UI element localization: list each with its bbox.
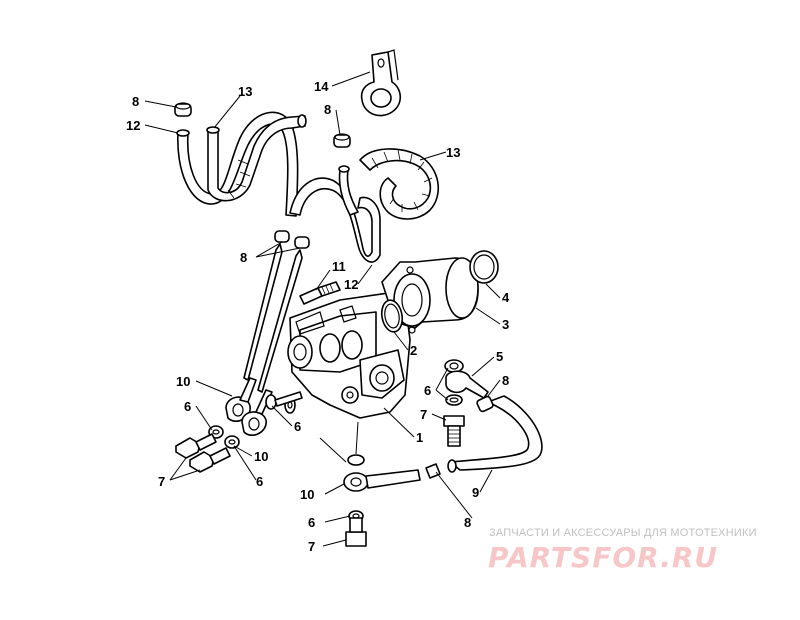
clamp-14 <box>360 49 402 117</box>
washers-6-pump-side <box>265 391 303 414</box>
callout-4: 4 <box>502 290 510 305</box>
callout-13: 13 <box>238 84 252 99</box>
callout-2: 2 <box>410 343 417 358</box>
o-ring-2 <box>380 299 404 333</box>
watermark-caption: ЗАПЧАСТИ И АКСЕССУАРЫ ДЛЯ МОТОТЕХНИКИ <box>489 527 757 539</box>
banjo-fitting-10-bottom <box>343 454 441 492</box>
hose-13-right <box>359 148 439 220</box>
callout-1: 1 <box>416 430 423 445</box>
hose-9 <box>447 395 543 473</box>
callout-8: 8 <box>464 515 471 530</box>
callout-13: 13 <box>446 145 460 160</box>
callout-14: 14 <box>314 79 329 94</box>
callout-8: 8 <box>502 373 509 388</box>
callout-7: 7 <box>308 539 315 554</box>
watermark-logo: PARTSFOR.RU <box>488 541 719 574</box>
callout-3: 3 <box>502 317 509 332</box>
callout-6: 6 <box>256 474 263 489</box>
bolts-7-left <box>175 433 231 473</box>
bolt-11 <box>299 281 341 305</box>
hose-13-left <box>206 114 307 202</box>
callout-10: 10 <box>176 374 190 389</box>
oil-pump-1 <box>287 291 411 419</box>
callout-6: 6 <box>294 419 301 434</box>
callout-9: 9 <box>472 485 479 500</box>
housing-3 <box>381 257 479 334</box>
banjo-fitting-5 <box>443 359 489 447</box>
callout-6: 6 <box>424 383 431 398</box>
callout-6: 6 <box>308 515 315 530</box>
callout-10: 10 <box>300 487 314 502</box>
callout-8: 8 <box>324 102 331 117</box>
hose-clamp-8-top-middle <box>333 133 351 148</box>
callout-12: 12 <box>344 277 358 292</box>
callout-6: 6 <box>184 399 191 414</box>
o-ring-4 <box>469 250 499 284</box>
callout-7: 7 <box>158 474 165 489</box>
callout-11: 11 <box>332 259 346 274</box>
callout-10: 10 <box>254 449 268 464</box>
callout-8: 8 <box>132 94 139 109</box>
oil-lines <box>243 243 303 393</box>
hose-clamp-8-top-left <box>174 102 192 117</box>
bolt-7-bottom <box>345 517 367 547</box>
callout-12: 12 <box>126 118 140 133</box>
hose-12-middle <box>289 165 381 263</box>
banjo-fitting-10-left <box>225 377 273 436</box>
callout-5: 5 <box>496 349 503 364</box>
hose-clamp-8-pair <box>274 230 310 249</box>
callout-7: 7 <box>420 407 427 422</box>
leader-lines <box>144 71 501 547</box>
callout-labels: 8 12 13 14 8 13 8 11 12 4 3 2 5 6 8 7 1 … <box>126 79 510 554</box>
callout-8: 8 <box>240 250 247 265</box>
